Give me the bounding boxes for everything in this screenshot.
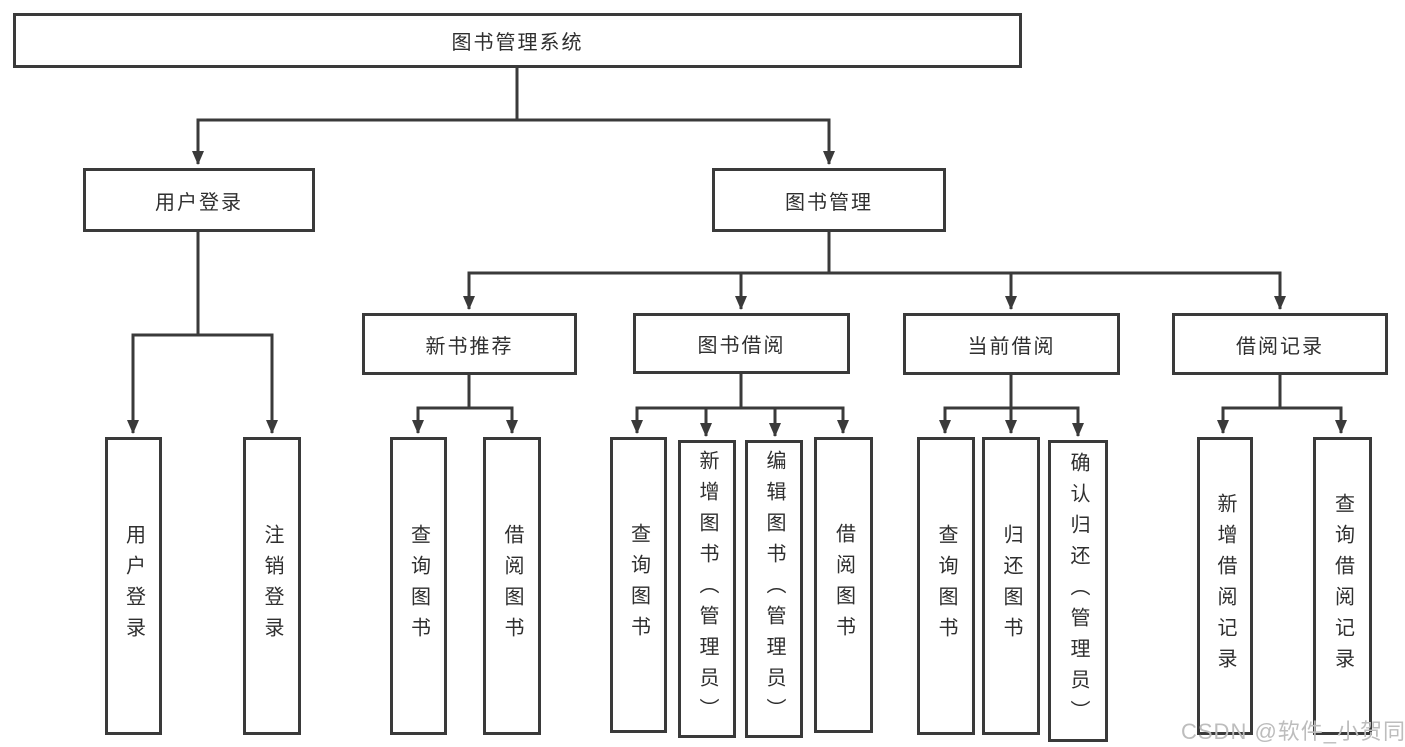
leaf-query-books-current: 查询图书 bbox=[917, 437, 975, 735]
node-user-login: 用户登录 bbox=[83, 168, 315, 232]
csdn-watermark: CSDN @软件_小贺同学 bbox=[1181, 719, 1405, 744]
node-current-borrowing: 当前借阅 bbox=[903, 313, 1120, 375]
leaf-borrow-books: 借阅图书 bbox=[814, 437, 873, 733]
leaf-return-book: 归还图书 bbox=[982, 437, 1040, 735]
leaf-query-books-recommend: 查询图书 bbox=[390, 437, 447, 735]
node-book-management: 图书管理 bbox=[712, 168, 946, 232]
leaf-confirm-return-admin: 确认归还（管理员） bbox=[1048, 440, 1108, 742]
leaf-query-borrow-record: 查询借阅记录 bbox=[1313, 437, 1372, 735]
node-library-management-system: 图书管理系统 bbox=[13, 13, 1022, 68]
leaf-borrow-books-recommend: 借阅图书 bbox=[483, 437, 541, 735]
leaf-logout: 注销登录 bbox=[243, 437, 301, 735]
leaf-edit-book-admin: 编辑图书（管理员） bbox=[745, 440, 803, 738]
leaf-add-book-admin: 新增图书（管理员） bbox=[678, 440, 736, 738]
leaf-user-login: 用户登录 bbox=[105, 437, 162, 735]
leaf-query-books-borrow: 查询图书 bbox=[610, 437, 667, 733]
node-book-borrowing: 图书借阅 bbox=[633, 313, 850, 374]
node-borrowing-records: 借阅记录 bbox=[1172, 313, 1388, 375]
node-new-book-recommend: 新书推荐 bbox=[362, 313, 577, 375]
leaf-add-borrow-record: 新增借阅记录 bbox=[1197, 437, 1253, 735]
